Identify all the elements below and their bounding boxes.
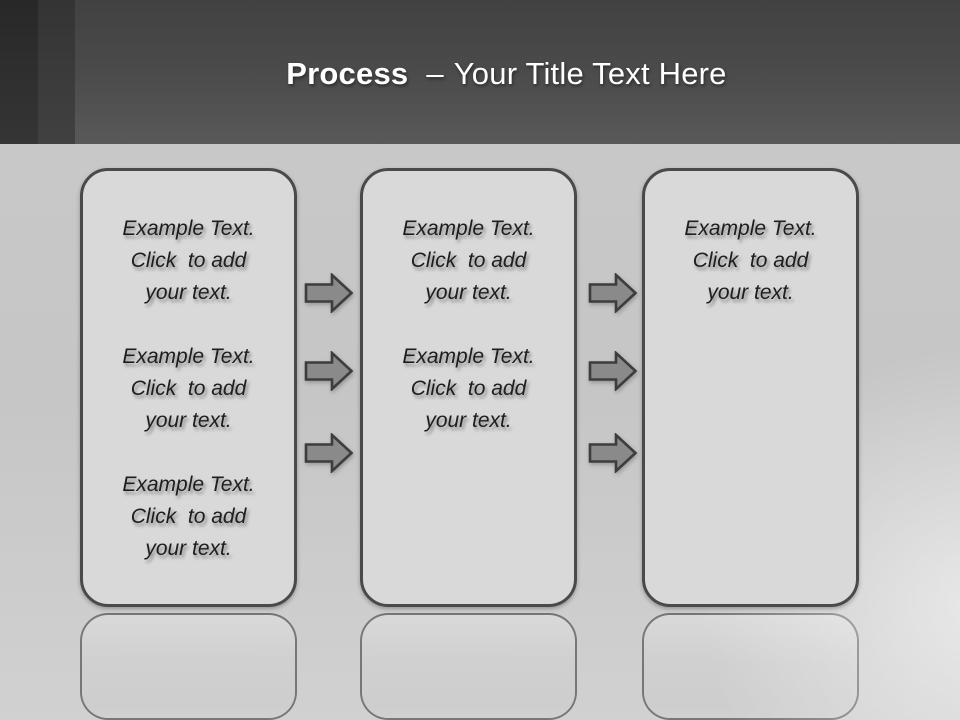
reflection-fade: [82, 615, 295, 718]
placeholder-line: Example Text.: [122, 473, 255, 496]
slide-title: Process–Your Title Text Here: [233, 20, 726, 128]
placeholder-line: your text.: [707, 281, 794, 304]
header-accent-stripe-mid: [38, 0, 75, 144]
arrow-right-icon: [304, 273, 354, 313]
reflection-fade: [362, 615, 575, 718]
placeholder-line: your text.: [145, 409, 232, 432]
placeholder-line: your text.: [425, 409, 512, 432]
placeholder-line: Click to add: [410, 249, 527, 272]
placeholder-paragraph: Example Text. Click to add your text.: [367, 341, 570, 437]
placeholder-line: Click to add: [130, 249, 247, 272]
slide-header: Process–Your Title Text Here: [0, 0, 960, 144]
placeholder-paragraph: Example Text. Click to add your text.: [367, 213, 570, 309]
box-reflection-1: [80, 613, 297, 720]
process-step-1-box[interactable]: Example Text. Click to add your text. Ex…: [80, 168, 297, 607]
placeholder-line: Example Text.: [122, 345, 255, 368]
slide-title-separator: –: [426, 56, 444, 91]
arrow-right-icon: [304, 351, 354, 391]
reflection-fade: [644, 615, 857, 718]
arrow-right-icon: [588, 433, 638, 473]
placeholder-line: Click to add: [130, 505, 247, 528]
placeholder-paragraph: Example Text. Click to add your text.: [87, 341, 290, 437]
placeholder-line: Example Text.: [402, 345, 535, 368]
placeholder-line: Example Text.: [402, 217, 535, 240]
header-accent-stripe-dark: [0, 0, 38, 144]
process-step-3-box[interactable]: Example Text. Click to add your text.: [642, 168, 859, 607]
box-reflection-3: [642, 613, 859, 720]
placeholder-paragraph: Example Text. Click to add your text.: [87, 213, 290, 309]
placeholder-paragraph: Example Text. Click to add your text.: [87, 469, 290, 565]
placeholder-line: Example Text.: [122, 217, 255, 240]
arrow-right-icon: [588, 273, 638, 313]
slide-title-text: Your Title Text Here: [453, 56, 727, 91]
process-step-2-box[interactable]: Example Text. Click to add your text. Ex…: [360, 168, 577, 607]
placeholder-line: Click to add: [410, 377, 527, 400]
placeholder-line: Click to add: [692, 249, 809, 272]
placeholder-line: your text.: [425, 281, 512, 304]
placeholder-line: Click to add: [130, 377, 247, 400]
slide-title-keyword: Process: [286, 56, 409, 91]
arrow-right-icon: [304, 433, 354, 473]
box-reflection-2: [360, 613, 577, 720]
placeholder-line: your text.: [145, 537, 232, 560]
placeholder-line: Example Text.: [684, 217, 817, 240]
placeholder-paragraph: Example Text. Click to add your text.: [649, 213, 852, 309]
arrow-right-icon: [588, 351, 638, 391]
placeholder-line: your text.: [145, 281, 232, 304]
